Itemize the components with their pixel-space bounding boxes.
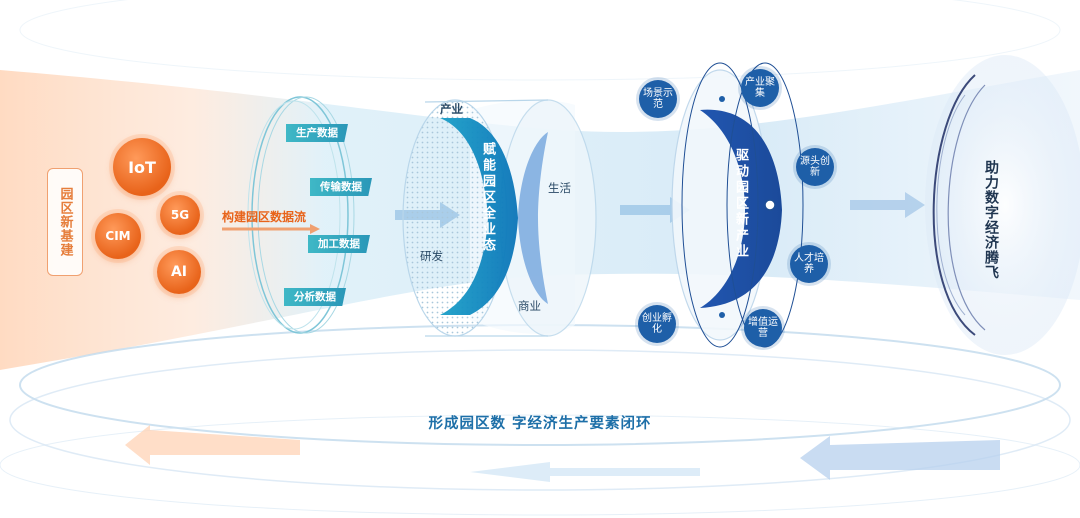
- left-label: 园区新基建: [47, 168, 83, 276]
- cylinder-label-life: 生活: [548, 181, 571, 195]
- flow-label: 构建园区数据流: [222, 210, 307, 224]
- data-tag-transmission: 传输数据: [310, 178, 372, 196]
- cylinder-label-industry: 产业: [440, 102, 463, 116]
- bubble-source-innovation: 源头创新: [796, 148, 834, 186]
- drive-core-text: 驱动园区新产业: [733, 148, 748, 260]
- bubble-industry-cluster: 产业聚集: [741, 69, 779, 107]
- empower-core-text: 赋能园区全业态: [480, 142, 495, 254]
- cylinder-label-rnd: 研发: [420, 249, 443, 263]
- data-tag-processing: 加工数据: [308, 235, 370, 253]
- bottom-title: 形成园区数 字经济生产要素闭环: [428, 416, 652, 432]
- cylinder-label-commerce: 商业: [518, 299, 541, 313]
- tech-circle-iot: IoT: [113, 138, 171, 196]
- bubble-scenario-demo: 场景示范: [639, 80, 677, 118]
- flow-arrow-icon: [222, 224, 320, 234]
- tech-circle-ai: AI: [157, 250, 201, 294]
- bubble-value-operation: 增值运营: [744, 309, 782, 347]
- bubble-startup-incubation: 创业孵化: [638, 305, 676, 343]
- right-label: 助力数字经济腾飞: [983, 160, 999, 280]
- data-tag-analysis: 分析数据: [284, 288, 346, 306]
- data-tag-production: 生产数据: [286, 124, 348, 142]
- bubble-talent-training: 人才培养: [790, 245, 828, 283]
- tech-circle-cim: CIM: [95, 213, 141, 259]
- tech-circle-5g: 5G: [160, 195, 200, 235]
